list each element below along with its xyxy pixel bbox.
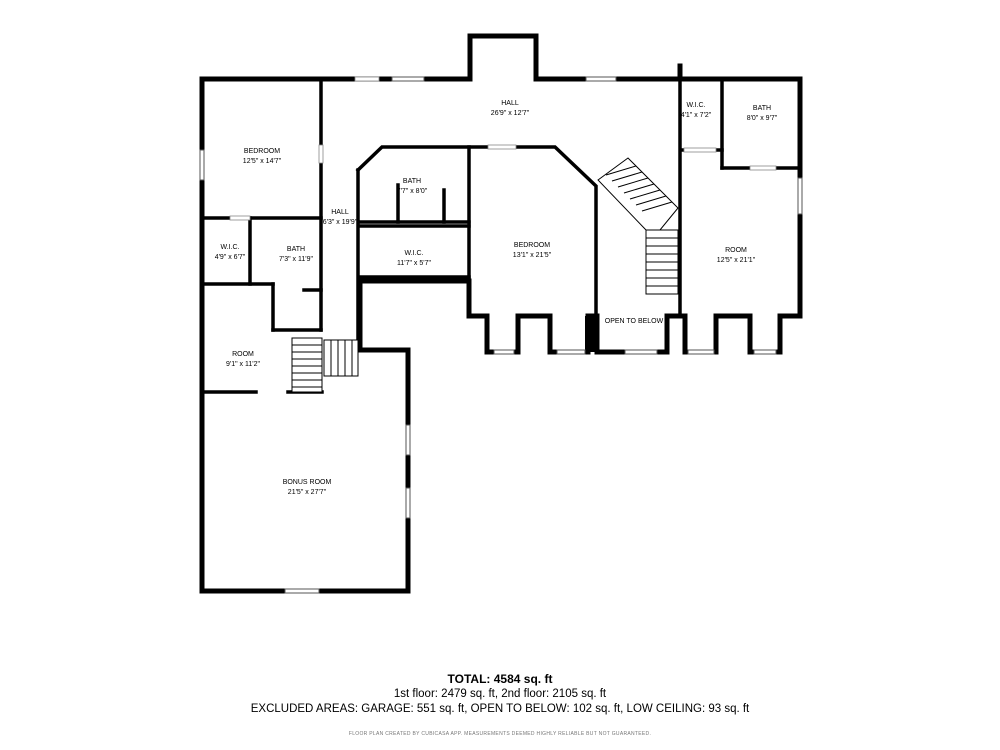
room-dims: 11'7" x 5'7" [397,260,431,267]
room-name: BATH [287,246,305,253]
excluded-areas: EXCLUDED AREAS: GARAGE: 551 sq. ft, OPEN… [250,703,750,715]
room-name: BATH [403,178,421,185]
room-labels: HALL 26'9" x 12'7" BEDROOM 12'5" x 14'7"… [215,100,778,496]
room-dims: 7'3" x 11'9" [279,256,313,263]
staircase-left [291,337,359,393]
total-area: TOTAL: 4584 sq. ft [447,672,553,686]
room-name: BATH [753,105,771,112]
door-openings [229,76,777,221]
room-name: BEDROOM [244,148,280,155]
room-dims: 8'0" x 9'7" [747,115,778,122]
room-dims: 12'5" x 14'7" [243,158,282,165]
room-name: HALL [501,100,519,107]
room-dims: 21'5" x 27'7" [288,489,327,496]
room-dims: 12'5" x 21'1" [717,257,756,264]
credit-note: FLOOR PLAN CREATED BY CUBICASA APP. MEAS… [348,731,652,737]
room-name: OPEN TO BELOW [605,318,664,325]
room-dims: 4'1" x 7'2" [681,112,712,119]
exterior-walls [199,33,803,594]
room-name: W.I.C. [220,244,239,251]
room-dims: 9'1" x 11'2" [226,361,260,368]
room-name: W.I.C. [686,102,705,109]
room-name: HALL [331,209,349,216]
floor-plan: HALL 26'9" x 12'7" BEDROOM 12'5" x 14'7"… [199,33,803,594]
room-dims: 6'3" x 19'9" [323,219,358,226]
room-name: BEDROOM [514,242,550,249]
room-name: BONUS ROOM [283,479,332,486]
room-name: W.I.C. [404,250,423,257]
room-name: ROOM [725,247,747,254]
staircase-right [597,157,679,295]
floor-areas: 1st floor: 2479 sq. ft, 2nd floor: 2105 … [393,688,607,700]
windows [199,76,803,594]
area-summary: TOTAL: 4584 sq. ft 1st floor: 2479 sq. f… [0,672,1000,742]
room-dims: 7'7" x 8'0" [397,188,428,195]
room-name: ROOM [232,351,254,358]
interior-walls [202,77,802,394]
room-dims: 4'9" x 6'7" [215,254,246,261]
room-dims: 13'1" x 21'5" [513,252,552,259]
room-dims: 26'9" x 12'7" [491,110,530,117]
